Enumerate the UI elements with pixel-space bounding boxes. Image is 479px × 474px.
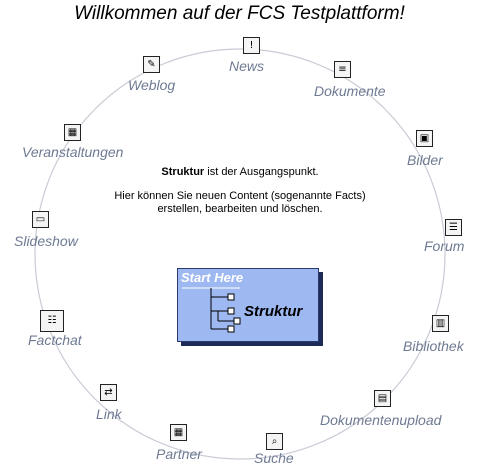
library-icon: ▥ — [432, 315, 449, 332]
nav-veranstaltungen-label: Veranstaltungen — [22, 144, 124, 160]
nav-factchat-label: Factchat — [28, 332, 82, 348]
intro-line-1: Struktur ist der Ausgangspunkt. — [100, 166, 380, 179]
picture-icon: ▣ — [416, 130, 433, 147]
link-icon: ⇄ — [100, 384, 117, 401]
partner-icon: ▦ — [170, 424, 187, 441]
nav-slideshow-label: Slideshow — [14, 233, 78, 249]
intro-line-2: Hier können Sie neuen Content (sogenannt… — [114, 190, 366, 202]
intro-bold: Struktur — [161, 166, 205, 178]
forum-icon: ☰ — [445, 219, 462, 236]
calendar-icon: ▦ — [64, 124, 81, 141]
start-here-panel[interactable]: Start Here Struktur — [177, 268, 319, 342]
nav-bibliothek-label: Bibliothek — [403, 338, 464, 354]
nav-link-label: Link — [96, 406, 122, 422]
upload-icon: ▤ — [374, 390, 391, 407]
struktur-link[interactable]: Struktur — [244, 303, 303, 320]
nav-bilder-label: Bilder — [407, 152, 443, 168]
news-icon: ! — [243, 37, 260, 54]
intro-line-3: erstellen, bearbeiten und löschen. — [157, 203, 323, 215]
slideshow-icon: ▭ — [32, 211, 49, 228]
nav-dokumentenupload-label: Dokumentenupload — [320, 412, 442, 428]
nav-news-label: News — [229, 58, 265, 74]
nav-partner-label: Partner — [156, 446, 202, 462]
nav-suche-label: Suche — [254, 450, 294, 466]
nav-dokumente-label: Dokumente — [314, 83, 386, 99]
nav-forum-label: Forum — [424, 238, 465, 254]
tree-diagram-icon — [182, 287, 241, 333]
start-here-title: Start Here — [181, 270, 244, 285]
nav-weblog-label: Weblog — [128, 77, 176, 93]
document-icon: ≡ — [334, 61, 351, 78]
page-title: Willkommen auf der FCS Testplattform! — [74, 3, 405, 24]
search-icon: ⌕ — [266, 433, 283, 450]
intro-rest: ist der Ausgangspunkt. — [204, 166, 319, 178]
weblog-icon: ✎ — [143, 56, 160, 73]
chat-icon: ☷ — [40, 310, 64, 332]
